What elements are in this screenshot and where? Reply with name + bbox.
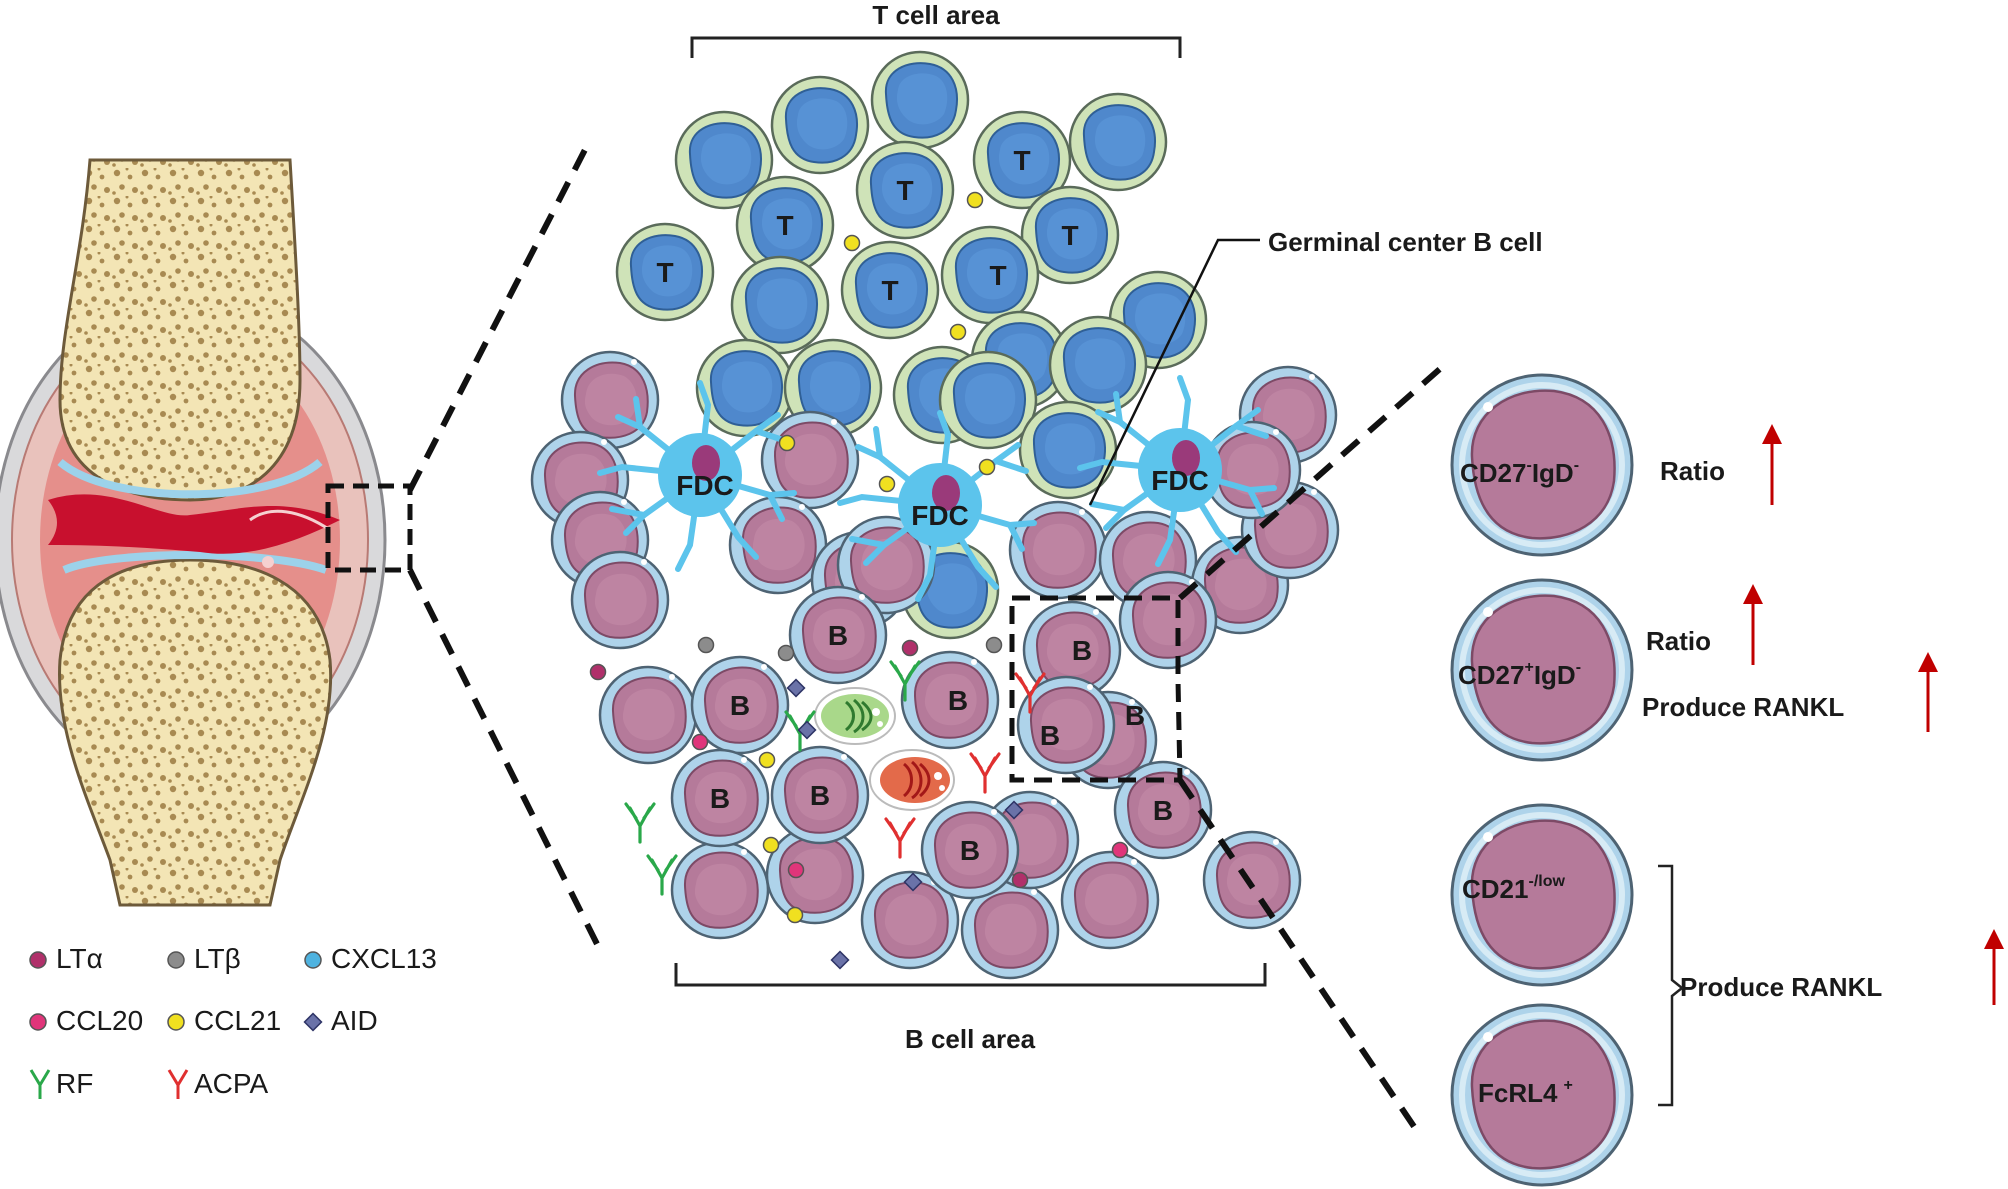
b-cell-area-bracket [674, 963, 1267, 987]
subset-label-cd27neg-igdneg: CD27-IgD- [1460, 457, 1579, 488]
t-label: T [1013, 145, 1030, 176]
lymphoid-tissue: T cell area T T [530, 0, 1543, 1054]
rankl-note-2: Produce RANKL [1642, 692, 1844, 722]
legend-label: LTβ [194, 943, 241, 974]
b-label: B [810, 780, 830, 811]
legend-dot-icon [304, 951, 322, 969]
legend-item-ltα: LTα [29, 943, 103, 974]
joint-illustration [0, 158, 413, 907]
ratio-note-1: Ratio [1660, 456, 1725, 486]
subset-label-cd21-low: CD21-/low [1462, 873, 1565, 904]
germinal-center-pointer [1088, 238, 1260, 506]
t-cell-area-bracket [690, 36, 1182, 58]
legend-label: CXCL13 [331, 943, 437, 974]
zoom-lines-left [407, 138, 603, 952]
legend-item-ltβ: LTβ [167, 943, 241, 974]
legend-dot-icon [167, 1013, 185, 1031]
legend-antibody-icon [29, 1069, 51, 1099]
legend-item-ccl20: CCL20 [29, 1005, 143, 1036]
t-label: T [1061, 220, 1078, 251]
legend-item-ccl21: CCL21 [167, 1005, 281, 1036]
t-cell-area-label: T cell area [872, 0, 1000, 30]
legend-item-aid: AID [303, 1005, 378, 1036]
subset-label-fcrl4-pos: FcRL4+ [1478, 1077, 1573, 1108]
legend-label: AID [331, 1005, 378, 1036]
b-label: B [1040, 720, 1060, 751]
ratio-note-2: Ratio [1646, 626, 1711, 656]
legend-label: CCL21 [194, 1005, 281, 1036]
fdc-label: FDC [911, 500, 969, 531]
legend-dot-icon [29, 1013, 47, 1031]
up-arrow-icon [1762, 424, 1782, 505]
fdc-label: FDC [676, 470, 734, 501]
b-label: B [1153, 795, 1173, 826]
germinal-center-label: Germinal center B cell [1268, 227, 1543, 257]
legend-diamond-icon [303, 1012, 323, 1032]
fdc-labels: FDC FDC FDC [676, 465, 1209, 531]
legend-label: LTα [56, 943, 103, 974]
legend-item-rf: RF [29, 1068, 93, 1099]
b-cell-subsets-panel: CD27-IgD- CD27+IgD- CD21-/low FcRL4+ Rat… [1452, 375, 2004, 1185]
up-arrows [1743, 424, 2004, 1005]
b-label: B [1125, 700, 1145, 731]
fdc-label: FDC [1151, 465, 1209, 496]
b-cell-area-label: B cell area [905, 1024, 1036, 1054]
subset-label-cd27pos-igdneg: CD27+IgD- [1458, 659, 1581, 690]
legend-dot-icon [167, 951, 185, 969]
b-label: B [710, 783, 730, 814]
plasma-cell-red [869, 749, 955, 811]
selection-box [1009, 595, 1183, 783]
legend-label: CCL20 [56, 1005, 143, 1036]
t-label: T [656, 257, 673, 288]
b-label: B [1072, 635, 1092, 666]
b-label: B [828, 620, 848, 651]
plasma-cell-green [814, 687, 896, 745]
aid-diamonds [786, 678, 1024, 970]
t-label: T [989, 260, 1006, 291]
t-cell-labels: T T T T T T T [656, 145, 1078, 306]
rankl-note-shared: Produce RANKL [1680, 972, 1882, 1002]
b-cell-labels: B B B B B B B B B B [710, 620, 1173, 866]
legend-antibody-icon [167, 1069, 189, 1099]
t-label: T [881, 275, 898, 306]
legend-item-acpa: ACPA [167, 1068, 268, 1099]
up-arrow-icon [1918, 652, 1938, 732]
t-label: T [776, 210, 793, 241]
subset-bracket [1658, 864, 1685, 1107]
legend-label: RF [56, 1068, 93, 1099]
legend-label: ACPA [194, 1068, 268, 1099]
legend-item-cxcl13: CXCL13 [304, 943, 437, 974]
b-label: B [948, 685, 968, 716]
chemokine-dots [589, 191, 1129, 924]
b-label: B [730, 690, 750, 721]
b-label: B [960, 835, 980, 866]
t-label: T [896, 175, 913, 206]
zoom-lines-right [1177, 357, 1452, 1130]
legend-dot-icon [29, 951, 47, 969]
up-arrow-icon [1743, 584, 1763, 665]
up-arrow-icon [1984, 929, 2004, 1005]
